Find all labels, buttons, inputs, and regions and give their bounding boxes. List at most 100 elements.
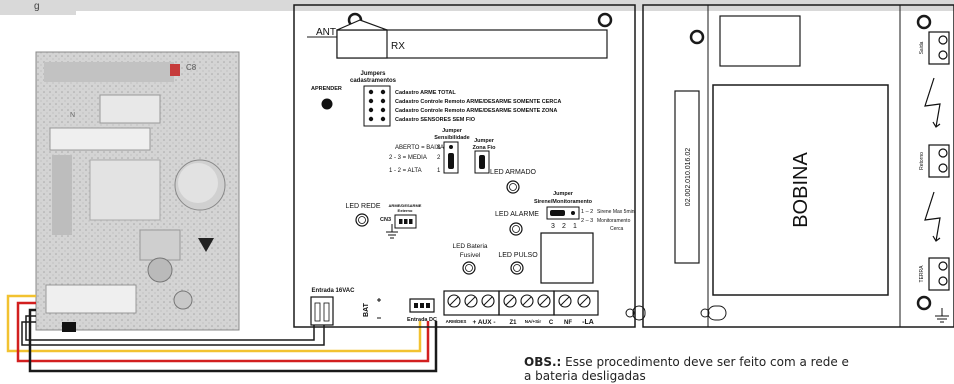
cad-item-4: Cadastro SENSORES SEM FIO [395,117,476,123]
rx-label: RX [391,41,405,52]
terra-label: TERRA [919,265,925,283]
sens-level-1: ABERTO = BAIXA [395,145,444,151]
pcb-photo: C8 N [35,51,240,332]
red-component-icon [170,64,180,76]
sirene-pin-1: 1 [573,223,577,230]
ant-label: ANT [316,27,336,38]
terminal-screw-icon [558,294,572,308]
bat-label: BAT [363,302,370,317]
ground-icon [386,224,398,239]
part-number: 02.002.010.016.02 [685,148,692,206]
sirene-pin-3: 3 [551,223,555,230]
header-fragment: g [34,1,40,12]
sirene-option-2: 2 – 3 [581,218,593,224]
sirene-option-1-text: Sirene Max 5min [597,209,635,215]
wire-yellow [6,294,422,353]
photo-label-c8: C8 [186,63,197,72]
coil-label: BOBINA [790,152,812,228]
led-armado-icon [506,180,520,194]
lightning-icon [924,191,941,242]
terminal-label-na-sir: NA/+Sir [525,319,542,324]
led-alarme-icon [509,222,523,236]
note-line-2: a bateria desligadas [524,369,646,383]
terminal-screw-slot [449,296,459,306]
sens-level-3: 1 - 2 = ALTA [389,168,422,174]
ground-icon [935,308,949,323]
sens-num-3: 1 [437,168,441,174]
header-bar: g [0,0,954,15]
led-pulso-icon [510,261,524,275]
sens-jumper [443,141,459,174]
led-bateria-label-2: Fusivel [460,252,481,259]
jumper-sens-title-2: Sensibilidade [434,135,469,141]
terminal-label-c: C [549,320,554,326]
coil-terminals [928,31,950,291]
wire-black [28,308,438,373]
terminal-screw-slot [560,296,570,306]
sirene-option-1: 1 – 2 [581,209,593,215]
terminal-screw-icon [464,294,478,308]
aprender-label: APRENDER [311,86,342,92]
zona-jumper [474,150,490,174]
entrada-16vac-label: Entrada 16VAC [312,288,356,294]
terminal-screw-slot [539,296,549,306]
sens-num-1: 3 [437,145,441,151]
jumper-zona-title-1: Jumper [474,138,495,144]
jumpers-cad-title-2: cadastramentos [350,78,397,84]
terminal-screw-icon [577,294,591,308]
led-bateria-label-1: LED Bateria [452,243,487,250]
connector-icon [62,322,76,332]
wire-ac-b [21,321,325,346]
photo-label-n: N [70,112,75,119]
jumper-sirene-title-1: Jumper [553,191,574,197]
terminal-screw-slot [505,296,515,306]
terminal-screw-icon [537,294,551,308]
sirene-option-2-text-1: Monitoramento [597,218,631,224]
terminal-screw-icon [520,294,534,308]
terminal-block [443,290,599,316]
jumper-zona-title-2: Zona Fio [473,145,497,151]
wire-ac-a [25,315,315,341]
note-line-1: OBS.: Esse procedimento deve ser feito c… [524,355,954,369]
note-bold: OBS.: [524,355,562,369]
mount-hole-icon [689,29,705,45]
main-board [293,4,636,328]
bat-terminals [377,298,381,319]
cn3-connector [394,214,417,229]
terminal-screw-slot [483,296,493,306]
terminal-screw-icon [481,294,495,308]
saida-label: Saida [919,41,925,54]
board-led-icon [625,305,646,321]
sirene-option-2-text-2: Cerca [610,226,624,232]
arme-externo-label-1: ARME/DESARME [389,203,422,208]
terminal-label-arm-des: ARM/DES [446,319,467,324]
terminal-screw-icon [503,294,517,308]
jumper-sirene-title-2: Sirene/Monitoramento [534,199,593,205]
led-armado-label: LED ARMADO [490,169,536,176]
jumper-sens-title-1: Jumper [442,128,463,134]
sirene-pin-2: 2 [562,223,566,230]
sens-level-2: 2 - 3 = MEDIA [389,155,427,161]
led-pulso-label: LED PULSO [498,252,538,259]
dc-input-connector [409,298,435,313]
terminal-label-z1: Z1 [509,320,517,326]
sirene-jumper [546,206,580,220]
diode-icon [198,238,214,252]
terminal-screw-slot [579,296,589,306]
entrada-dc-label: Entrada DC [407,317,437,323]
coil-led-icon [707,305,727,321]
cad-jumper-block [363,85,391,127]
mount-hole-icon [597,12,613,28]
lightning-icon [924,77,941,128]
terminal-screw-slot [522,296,532,306]
relay-icon [540,232,594,284]
led-bateria-icon [462,261,476,275]
terminal-screw-icon [447,294,461,308]
mount-hole-icon [916,295,932,311]
led-alarme-label: LED ALARME [495,211,539,218]
cn3-label: CN3 [380,217,391,223]
aprender-button[interactable] [321,98,333,110]
retorno-label: Retorno [919,152,925,170]
